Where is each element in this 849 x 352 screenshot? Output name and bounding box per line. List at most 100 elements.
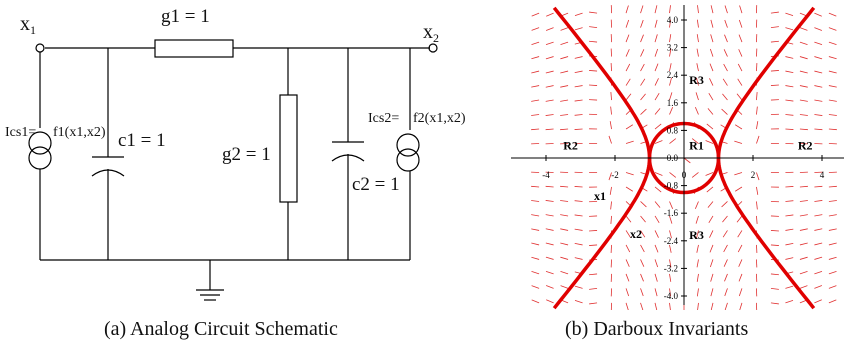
field-arrow	[695, 215, 699, 224]
field-arrow	[610, 92, 612, 101]
region-label-r1: R1	[689, 138, 704, 152]
field-arrow	[545, 27, 554, 31]
field-arrow	[669, 244, 672, 253]
field-arrow	[785, 285, 794, 289]
y-tick-label: -1.6	[664, 208, 679, 218]
field-arrow	[654, 34, 658, 43]
field-arrow	[756, 201, 758, 210]
field-arrow	[814, 200, 823, 202]
field-arrow	[814, 41, 823, 46]
field-arrow	[640, 288, 644, 297]
field-arrow	[736, 215, 743, 223]
field-arrow	[770, 26, 779, 28]
field-arrow	[696, 288, 699, 297]
field-arrow	[610, 215, 612, 224]
y-tick-label: -3.2	[664, 263, 678, 273]
field-arrow	[737, 244, 743, 253]
field-arrow	[545, 214, 554, 217]
field-arrow	[709, 230, 714, 238]
field-arrow	[828, 56, 837, 60]
field-arrow	[734, 124, 743, 130]
field-arrow	[589, 40, 598, 43]
field-arrow	[608, 172, 612, 181]
field-arrow	[814, 56, 823, 60]
field-arrow	[814, 214, 823, 217]
field-arrow	[625, 49, 630, 57]
field-arrow	[724, 19, 728, 28]
field-arrow	[707, 108, 714, 115]
field-arrow	[560, 99, 569, 102]
caption-a: (a) Analog Circuit Schematic	[104, 318, 338, 340]
field-arrow	[828, 85, 837, 88]
field-arrow	[625, 259, 630, 267]
field-arrow	[770, 40, 779, 43]
c1-label: c1 = 1	[118, 130, 166, 151]
y-tick-label: 2.4	[667, 70, 679, 80]
field-arrow	[722, 230, 728, 238]
field-arrow	[560, 228, 569, 231]
c2-label: c2 = 1	[352, 174, 400, 195]
field-arrow	[756, 121, 759, 130]
field-arrow	[723, 244, 728, 253]
field-arrow	[785, 27, 794, 31]
field-arrow	[610, 201, 612, 210]
field-arrow	[545, 70, 554, 74]
field-arrow	[531, 228, 540, 231]
field-arrow	[625, 230, 631, 238]
field-arrow	[696, 77, 699, 86]
field-arrow	[814, 85, 823, 88]
circuit-schematic: x1 x2 g1 = 1 g2 = 1 c1 = 1 c2 = 1 Ics1= …	[5, 6, 466, 301]
node-x1-label: x1	[20, 13, 36, 37]
field-arrow	[560, 285, 569, 289]
field-arrow	[546, 299, 554, 304]
field-arrow	[709, 48, 714, 57]
field-arrow	[738, 34, 743, 43]
field-arrow	[654, 140, 663, 144]
field-arrow	[799, 114, 808, 116]
field-arrow	[799, 228, 808, 231]
field-arrow	[785, 300, 794, 304]
field-arrow	[654, 92, 660, 101]
field-arrow	[710, 5, 714, 14]
field-arrow	[640, 244, 645, 253]
x-tick-label: -4	[542, 170, 550, 180]
field-arrow	[724, 5, 728, 14]
field-arrow	[625, 302, 629, 310]
field-arrow	[828, 70, 837, 74]
y-tick-label: 0.8	[667, 125, 679, 135]
field-arrow	[589, 84, 598, 86]
field-arrow	[696, 19, 699, 28]
field-arrow	[654, 186, 662, 193]
field-arrow	[531, 299, 540, 304]
field-arrow	[828, 228, 837, 231]
f1-label: f1(x1,x2)	[53, 125, 106, 140]
field-arrow	[625, 172, 634, 176]
field-arrow	[625, 34, 630, 43]
field-arrow	[785, 99, 794, 102]
field-arrow	[560, 214, 569, 217]
field-arrow	[625, 63, 631, 72]
field-arrow	[574, 285, 583, 289]
field-arrow	[669, 19, 672, 28]
field-arrow	[625, 215, 632, 223]
field-arrow	[710, 288, 714, 297]
field-arrow	[654, 108, 661, 115]
x-tick-label: 4	[820, 170, 825, 180]
field-arrow	[770, 244, 779, 246]
field-arrow	[799, 256, 808, 260]
field-arrow	[640, 201, 647, 208]
field-arrow	[756, 135, 760, 144]
field-arrow	[531, 41, 540, 45]
field-arrow	[697, 5, 699, 14]
x-tick-label: 0	[682, 170, 687, 180]
field-arrow	[560, 85, 569, 88]
field-arrow	[696, 273, 699, 282]
field-arrow	[710, 302, 714, 310]
field-arrow	[640, 49, 645, 57]
y-tick-label: -4.0	[664, 291, 679, 301]
y-tick-label: -0.8	[664, 181, 679, 191]
field-arrow	[739, 302, 743, 310]
field-arrow	[799, 271, 808, 275]
y-axis-label: x2	[630, 227, 642, 241]
